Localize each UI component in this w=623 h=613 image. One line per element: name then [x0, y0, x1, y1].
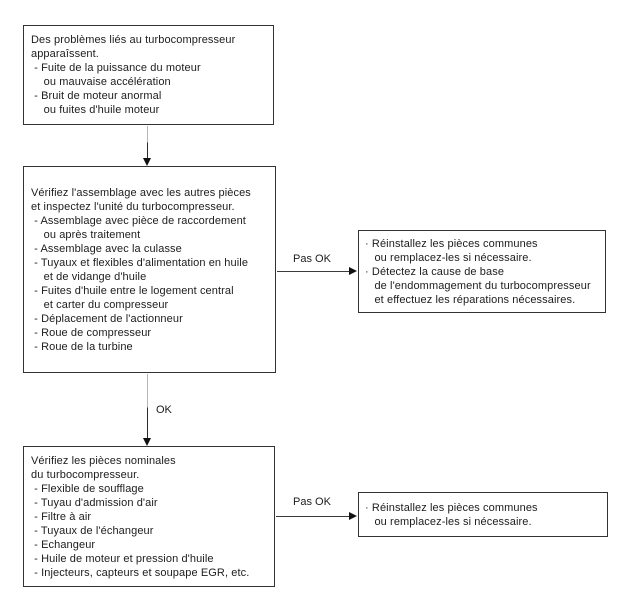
label-pas-ok-lower: Pas OK — [293, 496, 331, 508]
box-action-reinstall-detect-text: · Réinstallez les pièces communes ou rem… — [365, 237, 591, 306]
connector-problem-to-assembly — [147, 126, 148, 158]
arrowhead-down-nominal-icon — [143, 438, 151, 446]
label-ok: OK — [156, 404, 172, 416]
arrowhead-right-action-upper-icon — [349, 267, 357, 275]
box-problem-symptoms: Des problèmes liés au turbocompresseur a… — [23, 25, 274, 125]
box-check-assembly-text: Vérifiez l'assemblage avec les autres pi… — [31, 186, 251, 353]
box-action-reinstall-text: · Réinstallez les pièces communes ou rem… — [365, 501, 538, 528]
box-problem-symptoms-text: Des problèmes liés au turbocompresseur a… — [31, 34, 236, 116]
arrowhead-down-assembly-icon — [143, 158, 151, 166]
box-action-reinstall-detect: · Réinstallez les pièces communes ou rem… — [358, 230, 606, 313]
box-action-reinstall: · Réinstallez les pièces communes ou rem… — [358, 492, 608, 537]
arrowhead-right-action-lower-icon — [349, 512, 357, 520]
connector-assembly-to-action-upper — [277, 271, 349, 272]
box-check-nominal-parts-text: Vérifiez les pièces nominales du turboco… — [31, 454, 250, 579]
connector-assembly-to-nominal — [147, 374, 148, 438]
connector-nominal-to-action-lower — [276, 516, 349, 517]
box-check-nominal-parts: Vérifiez les pièces nominales du turboco… — [23, 446, 275, 587]
box-check-assembly: Vérifiez l'assemblage avec les autres pi… — [23, 166, 276, 373]
label-pas-ok-upper: Pas OK — [293, 253, 331, 265]
